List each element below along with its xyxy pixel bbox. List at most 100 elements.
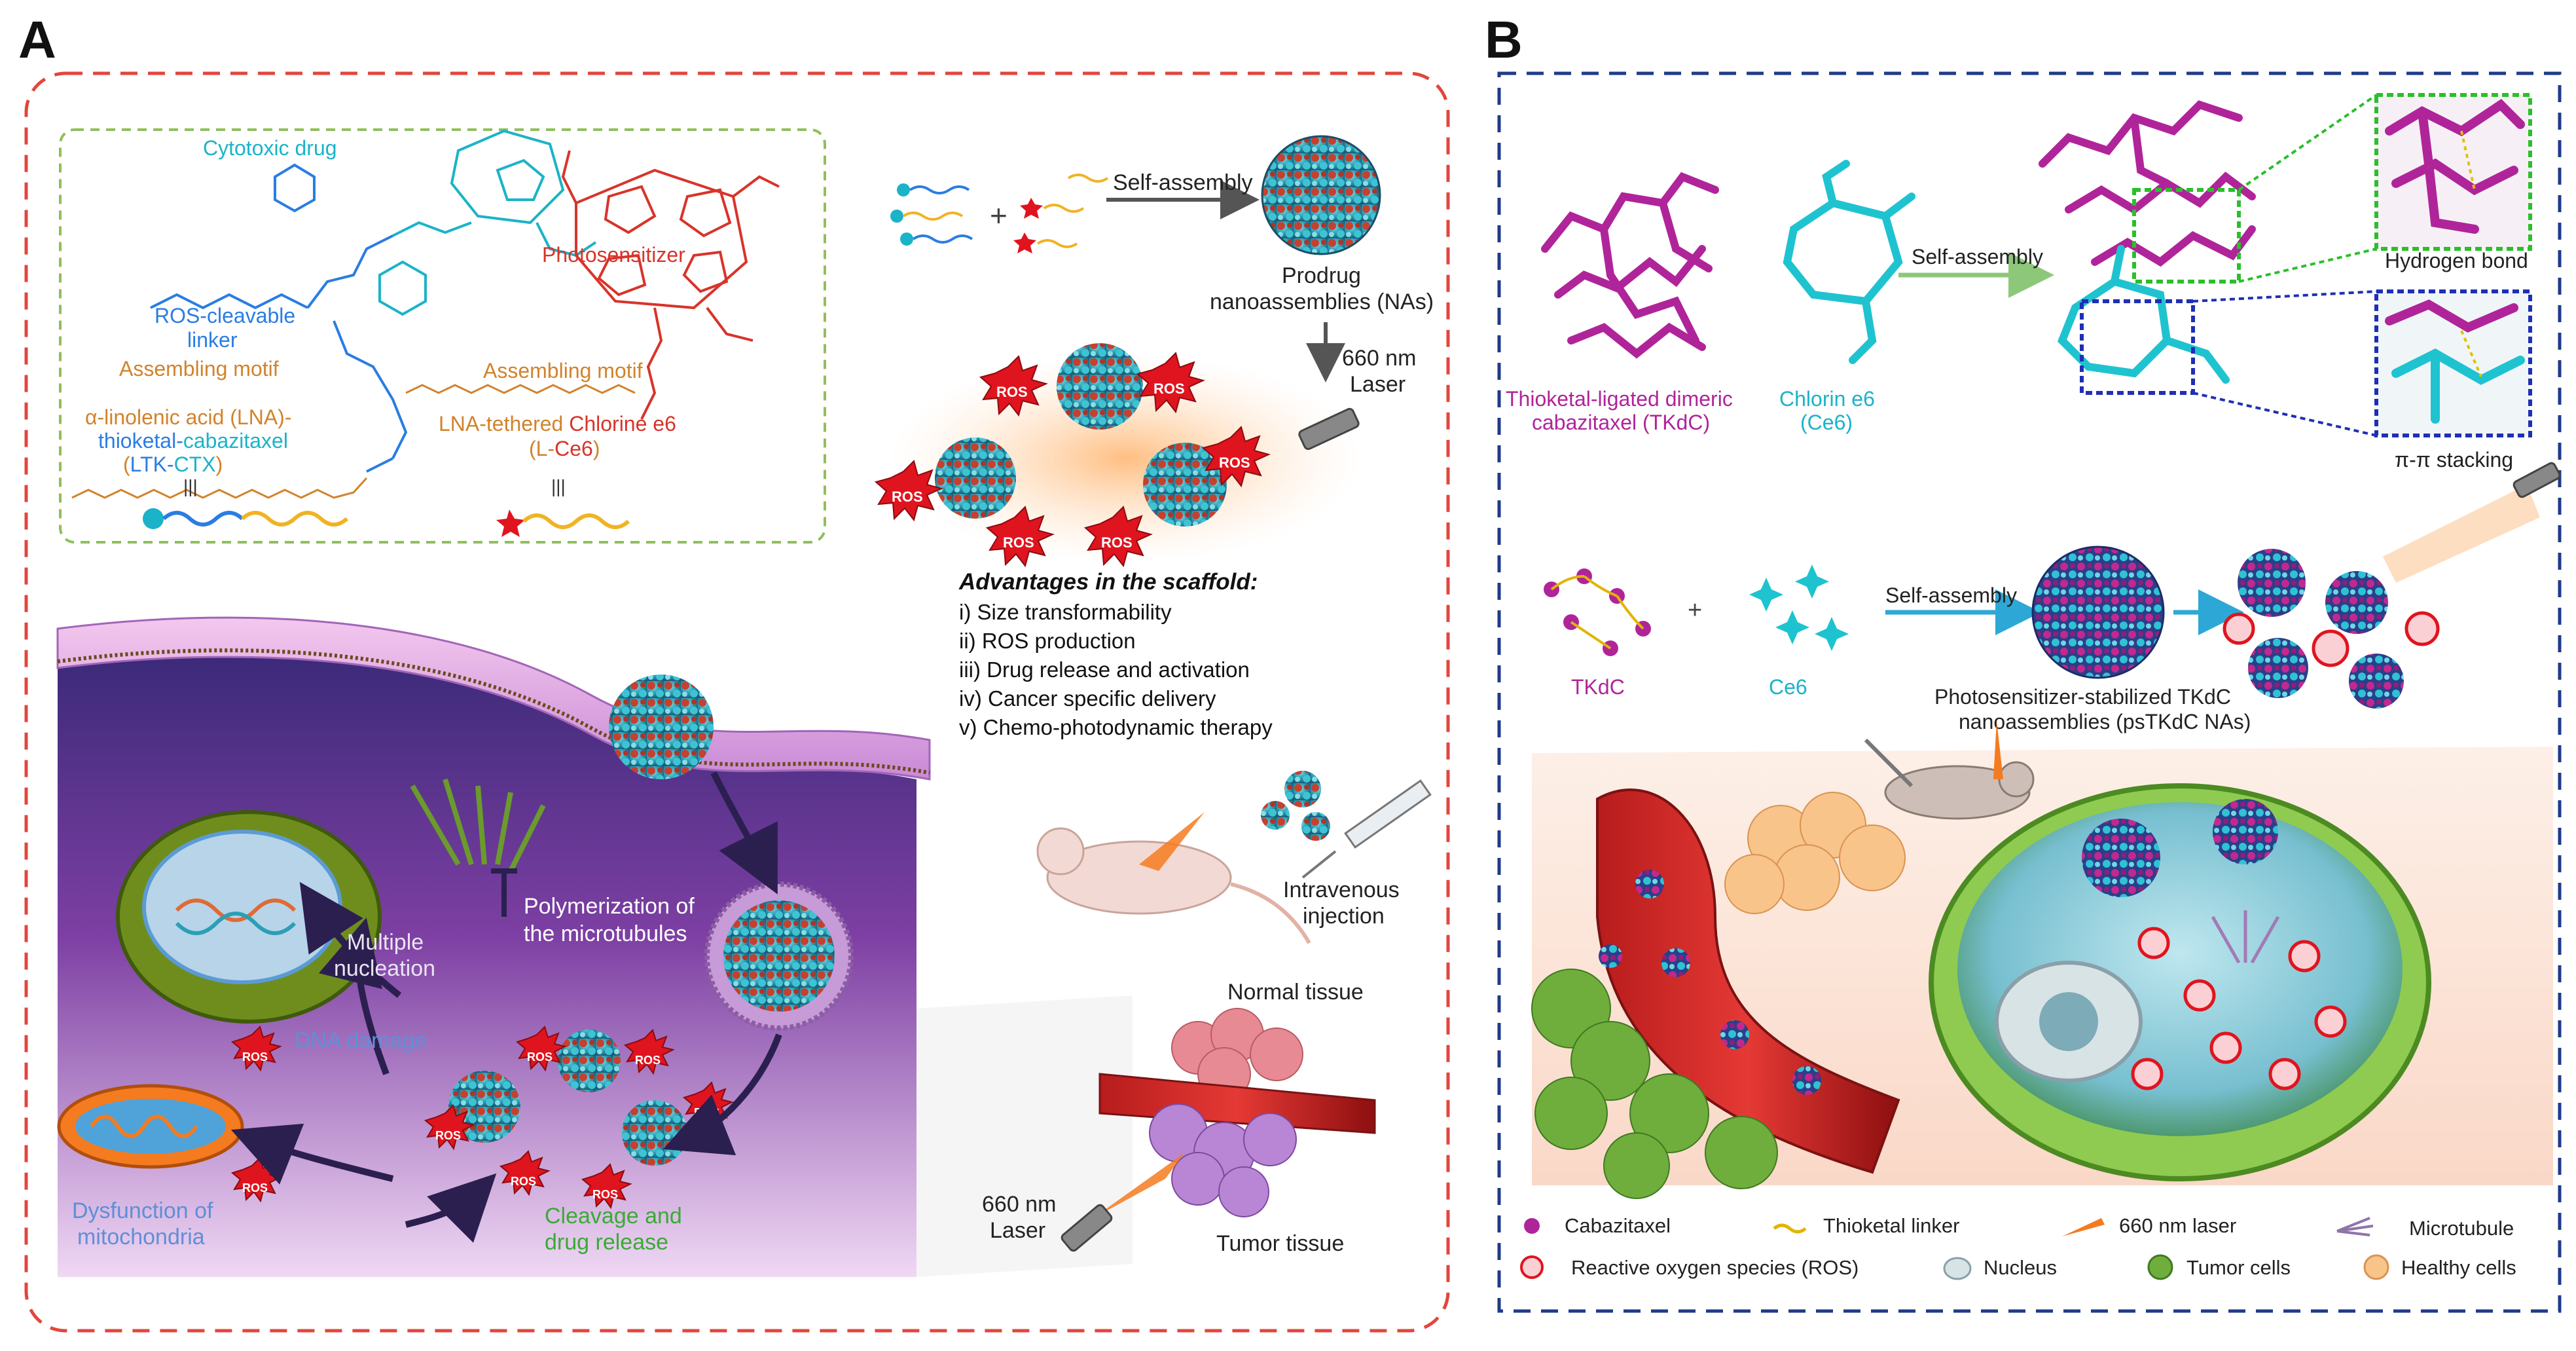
lna-tail-2: [405, 384, 636, 394]
equivalence-mark-2: |||: [551, 476, 566, 496]
assembling-motif-label-2: Assembling motif: [483, 359, 643, 382]
ros-text-5: ROS: [1003, 534, 1034, 551]
equivalence-mark-1: |||: [183, 476, 198, 496]
ltk-ctx-molecules-icon: [890, 183, 973, 246]
dysfunction-label-1: Dysfunction of: [72, 1198, 213, 1223]
ros-cell-text-5: ROS: [527, 1050, 553, 1064]
ros-cell-text-7: ROS: [694, 1106, 719, 1119]
legend-item-cabazitaxel: Cabazitaxel: [1524, 1214, 1671, 1237]
membrane-inner-line: [57, 648, 930, 775]
legend-label-laser: 660 nm laser: [2119, 1214, 2236, 1237]
legend-label-nucleus: Nucleus: [1984, 1256, 2057, 1279]
chlorine-e6-word: Chlorine e6: [569, 412, 676, 435]
ros-cell-text-4: ROS: [511, 1175, 536, 1188]
photosensitizer-label: Photosensitizer: [542, 243, 685, 267]
legend-label-cabazitaxel: Cabazitaxel: [1565, 1214, 1671, 1237]
legend-label-microtubule: Microtubule: [2409, 1217, 2514, 1240]
cytotoxic-drug-label: Cytotoxic drug: [203, 136, 337, 160]
tkdc-label-1: Thioketal-ligated dimeric: [1506, 387, 1733, 411]
laser-label-b1: 660 nm: [982, 1192, 1056, 1217]
laser-beam-a2: [1093, 1153, 1185, 1218]
advantage-item-4: iv) Cancer specific delivery: [959, 686, 1216, 711]
injected-np-1: [1284, 771, 1321, 807]
panel-a-border: [24, 71, 1450, 1333]
cell-illustration: ROS ROS ROS ROS ROS ROS ROS ROS Polymeri…: [56, 616, 931, 1277]
hbond-inset: [2374, 93, 2532, 251]
endosome: [704, 881, 854, 1031]
syringe-icon-a: [1301, 779, 1432, 879]
advantage-item-2: ii) ROS production: [959, 629, 1136, 653]
laser-release-scene-b: [2222, 462, 2561, 709]
lna-tethered-prefix: LNA-tethered: [439, 412, 569, 435]
tissue-scene-b: [1531, 720, 2553, 1199]
tkdc-cluster-icon: [1544, 568, 1651, 656]
legend-item-laser: 660 nm laser: [2062, 1214, 2236, 1237]
healthy-cell-icon: [2363, 1254, 2389, 1280]
tumor-tissue-cluster: [1149, 1103, 1297, 1217]
nucleus-a: [116, 810, 382, 1024]
panel-a: A Cytotoxic drug ROS-cleavable: [18, 10, 1450, 1333]
legend-item-microtubule: Microtubule: [2336, 1217, 2514, 1240]
lna-tail-1: [71, 477, 368, 499]
self-assembly-label-a: Self-assembly: [1113, 170, 1253, 195]
polymerization-label-2: the microtubules: [524, 921, 687, 946]
laser-label-a1: 660 nm: [1342, 346, 1416, 371]
lce6-ce6: Ce6: [554, 437, 593, 460]
ros-cell-text-6: ROS: [635, 1054, 661, 1067]
chemistry-box-border: [59, 128, 826, 544]
ros-stars-a: [874, 352, 1271, 568]
ce6-label-1: Chlorin e6: [1779, 387, 1875, 411]
advantages-list: Advantages in the scaffold: i) Size tran…: [958, 569, 1273, 739]
ltk-ctx-structure: [150, 129, 597, 473]
tkdc-molecule: [1541, 172, 1719, 359]
cabazitaxel-dot-icon: [1524, 1218, 1540, 1234]
lce6-open: (L-: [529, 437, 554, 460]
legend-item-thioketal: Thioketal linker: [1773, 1214, 1959, 1237]
prodrug-nanoassembly: [1261, 135, 1381, 255]
lna-tethered-label: LNA-tethered Chlorine e6: [439, 412, 676, 435]
cleavage-label-1: Cleavage and: [545, 1204, 682, 1229]
polymerization-label-1: Polymerization of: [524, 894, 695, 919]
panel-b-border: [1497, 71, 2562, 1313]
ros-cleavable-label-2: linker: [187, 328, 238, 352]
advantage-item-1: i) Size transformability: [959, 600, 1172, 624]
advantage-item-3: iii) Drug release and activation: [959, 657, 1250, 682]
legend-b: Cabazitaxel Thioketal linker 660 nm lase…: [1520, 1214, 2516, 1280]
l-ce6-cartoon-icon: [496, 509, 630, 537]
ltk-ctx-label: (LTK-CTX): [123, 453, 223, 476]
ros-cell-text-1: ROS: [242, 1050, 268, 1064]
ce6-cluster-icon: [1749, 564, 1849, 651]
multiple-nucleation-label-1: Multiple: [347, 930, 424, 955]
np-burst-1: [1057, 343, 1143, 430]
ce6-molecule: [1783, 160, 1915, 364]
dysfunction-label-2: mitochondria: [77, 1225, 205, 1249]
cell-arrows: [230, 771, 782, 1243]
vessel-nps-b: [1599, 870, 1821, 1095]
ros-text-4: ROS: [892, 489, 923, 505]
ros-cell-text-3: ROS: [435, 1129, 461, 1142]
laser-pointer-icon-2: [1061, 1204, 1113, 1252]
tumor-cell-b: [1929, 783, 2431, 1181]
ros-text-2: ROS: [1153, 380, 1185, 397]
legend-label-ros: Reactive oxygen species (ROS): [1571, 1256, 1859, 1279]
legend-label-thioketal: Thioketal linker: [1823, 1214, 1959, 1237]
pistack-inset: [2374, 289, 2532, 437]
thioketal-cabazitaxel-label: thioketal-cabazitaxel: [98, 429, 288, 453]
intravenous-label-1: Intravenous: [1283, 878, 1400, 902]
multiple-nucleation-label-2: nucleation: [334, 956, 435, 981]
hbond-highlight-box: [2132, 188, 2241, 284]
l-ce6-molecules-icon: [1013, 174, 1109, 253]
thioketal-prefix: thioketal-: [98, 429, 183, 453]
ltk-ctx-cartoon-icon: [143, 508, 349, 529]
hbond-connector-2: [2238, 248, 2377, 283]
panel-b-label: B: [1485, 10, 1523, 69]
nanoparticle-release-3: [622, 1100, 687, 1166]
legend-item-healthy: Healthy cells: [2363, 1254, 2516, 1280]
injected-np-3: [1301, 812, 1330, 841]
thioketal-linker-icon: [1773, 1223, 1807, 1234]
ros-cell-text-2: ROS: [242, 1181, 268, 1194]
ltk-open: (: [123, 453, 130, 476]
self-assembly-scheme: + Self-assembly Prodrug nanoassemblies (…: [890, 135, 1434, 397]
microtubule-cluster: [410, 778, 546, 872]
